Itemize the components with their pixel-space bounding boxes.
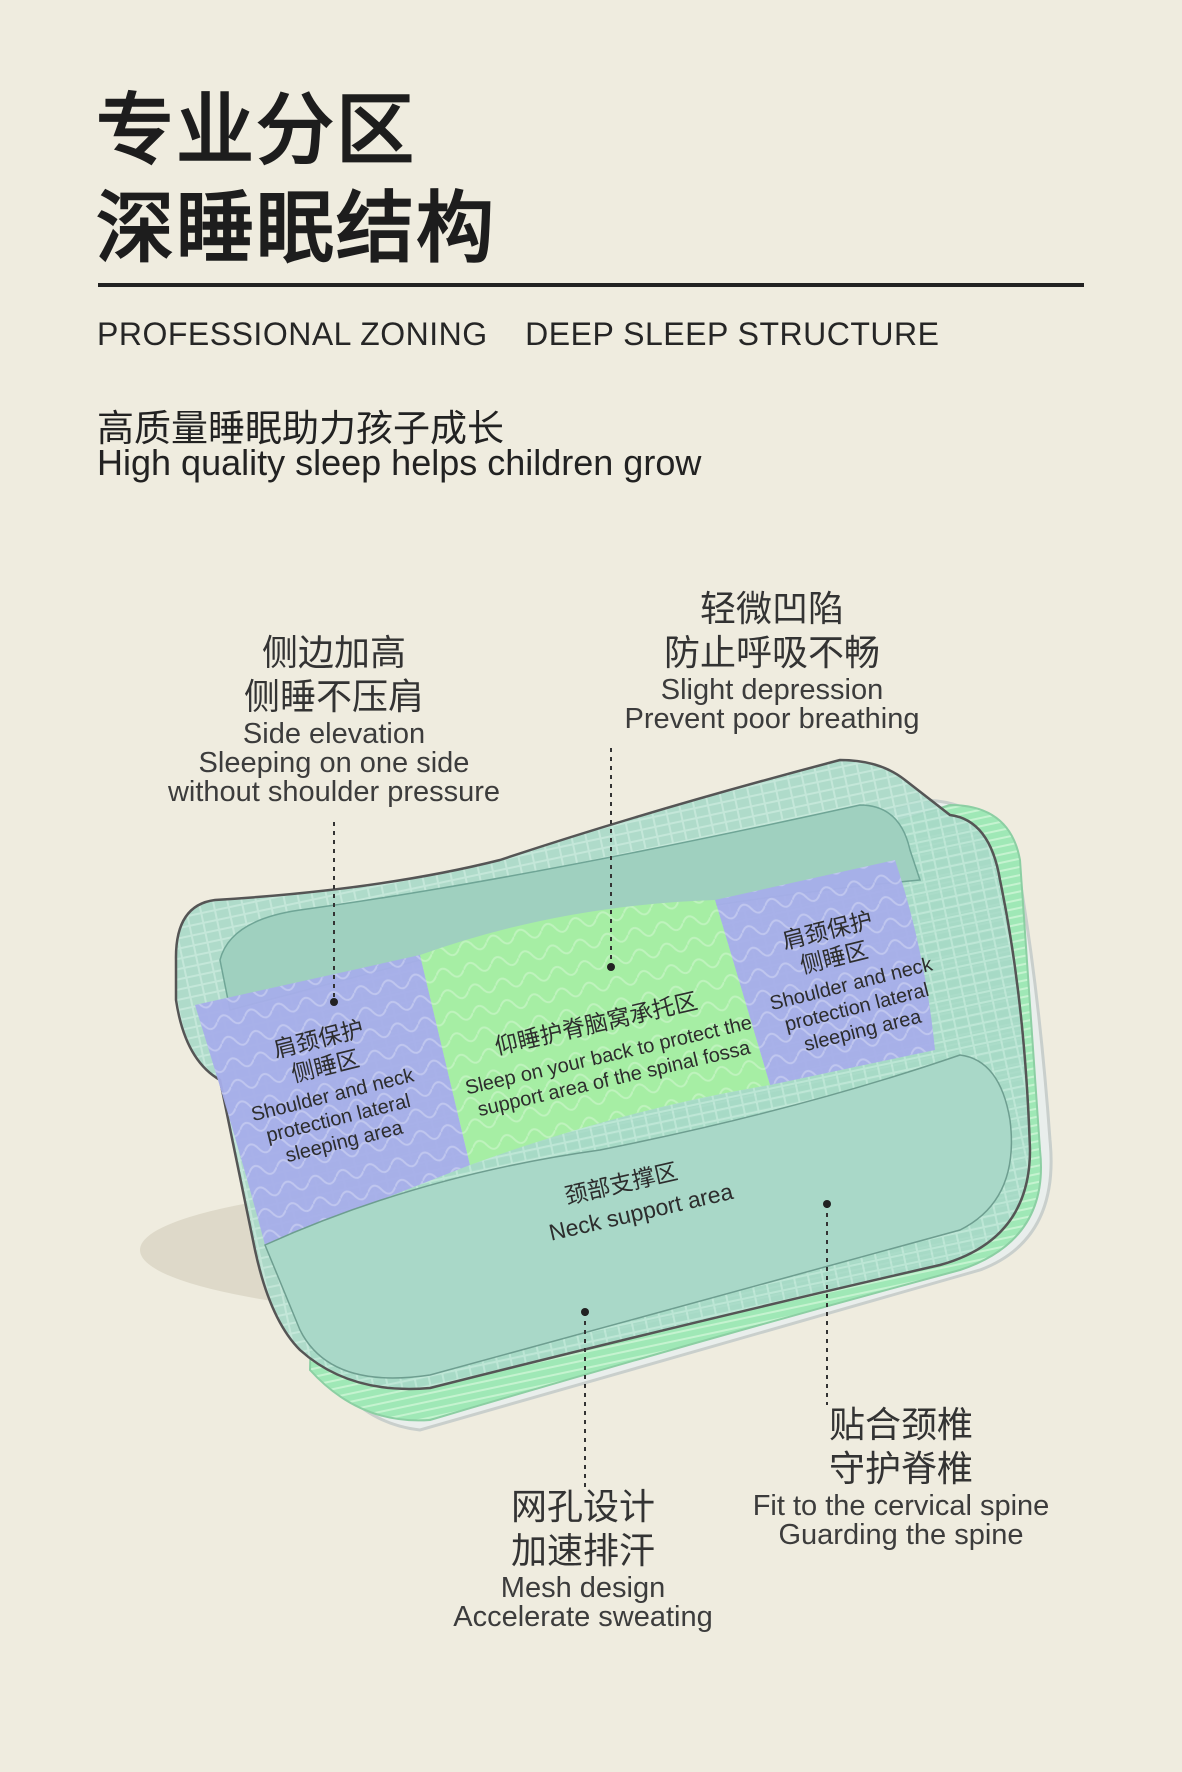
marker-mesh-design [581,1308,589,1316]
title-line-2: 深睡眠结构 [96,184,497,274]
callout-slight-depression-cn2: 防止呼吸不畅 [663,633,880,674]
callout-mesh-design-en1: Mesh design [500,1572,666,1604]
callout-cervical-spine-cn1: 贴合颈椎 [828,1405,973,1446]
callout-mesh-design-en2: Accelerate sweating [453,1601,713,1633]
callout-mesh-design-cn2: 加速排汗 [510,1531,655,1572]
title-line-1: 专业分区 [96,86,417,176]
callout-side-elevation-cn1: 侧边加高 [261,633,406,674]
callout-side-elevation-cn2: 侧睡不压肩 [243,677,424,718]
right-shoulder-texture [715,860,935,1085]
marker-cervical-spine [823,1200,831,1208]
center-texture [420,900,770,1165]
callout-slight-depression-en2: Prevent poor breathing [624,703,920,735]
callout-side-elevation-en2: Sleeping on one side [198,747,470,779]
left-shoulder-texture [195,955,470,1245]
tagline-english: High quality sleep helps children grow [97,442,702,483]
divider-rule [98,283,1084,287]
marker-slight-depression [607,963,615,971]
callout-side-elevation-en3: without shoulder pressure [167,776,501,808]
subtitle-english: PROFESSIONAL ZONING DEEP SLEEP STRUCTURE [97,316,940,352]
callout-cervical-spine-en2: Guarding the spine [778,1519,1024,1551]
callout-slight-depression-cn1: 轻微凹陷 [699,589,844,630]
callout-side-elevation: 侧边加高 侧睡不压肩 Side elevation Sleeping on on… [134,632,534,807]
callout-slight-depression: 轻微凹陷 防止呼吸不畅 Slight depression Prevent po… [582,588,962,734]
tagline-chinese: 高质量睡眠助力孩子成长 [97,407,504,450]
callout-slight-depression-en1: Slight depression [660,674,884,706]
callout-side-elevation-en1: Side elevation [242,718,426,750]
marker-side-elevation [330,998,338,1006]
callout-mesh-design-cn1: 网孔设计 [510,1487,655,1528]
callout-cervical-spine-cn2: 守护脊椎 [828,1449,973,1490]
neck-support-band [264,1054,1013,1379]
callout-cervical-spine: 贴合颈椎 守护脊椎 Fit to the cervical spine Guar… [716,1404,1086,1550]
callout-mesh-design: 网孔设计 加速排汗 Mesh design Accelerate sweatin… [413,1486,753,1632]
callout-cervical-spine-en1: Fit to the cervical spine [752,1490,1050,1522]
